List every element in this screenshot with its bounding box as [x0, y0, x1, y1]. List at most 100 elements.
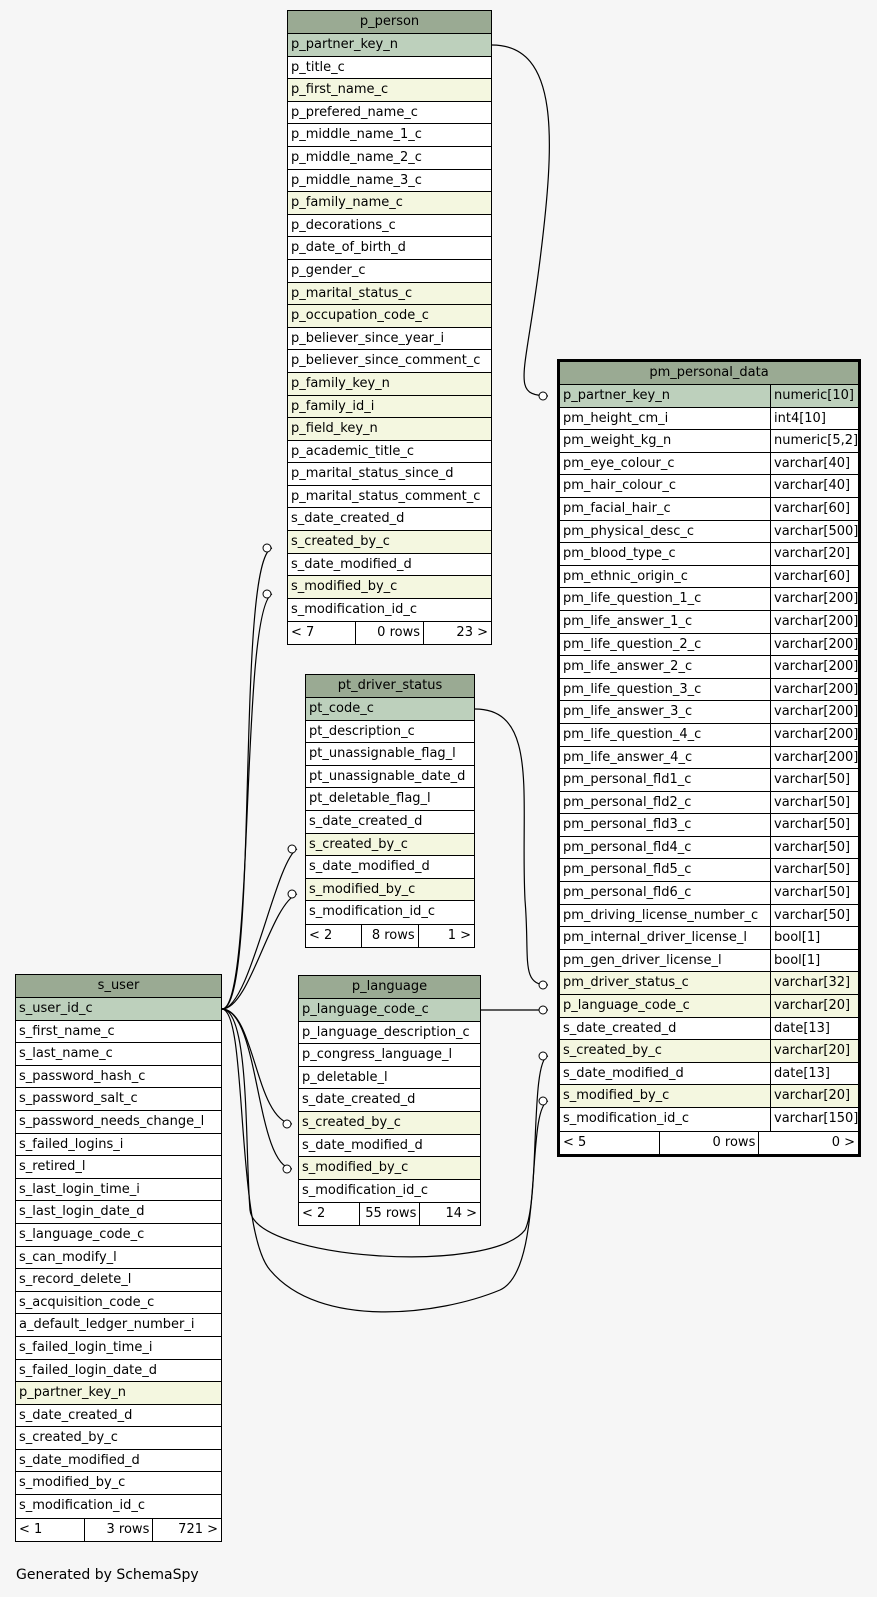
table-title[interactable]: pm_personal_data: [560, 362, 858, 385]
column-row[interactable]: s_last_login_date_d: [16, 1201, 221, 1224]
column-row[interactable]: p_date_of_birth_d: [288, 237, 491, 260]
column-row[interactable]: s_password_hash_c: [16, 1066, 221, 1089]
column-row[interactable]: a_default_ledger_number_i: [16, 1314, 221, 1337]
column-row[interactable]: pt_description_c: [306, 721, 474, 744]
column-row[interactable]: p_first_name_c: [288, 79, 491, 102]
column-row[interactable]: s_date_created_d: [306, 811, 474, 834]
column-row[interactable]: p_partner_key_n: [288, 34, 491, 57]
column-row[interactable]: s_created_by_c: [16, 1427, 221, 1450]
column-row[interactable]: p_middle_name_3_c: [288, 170, 491, 193]
column-row[interactable]: s_password_salt_c: [16, 1088, 221, 1111]
column-row[interactable]: p_middle_name_1_c: [288, 124, 491, 147]
column-row[interactable]: p_family_id_i: [288, 395, 491, 419]
column-row[interactable]: s_failed_login_time_i: [16, 1337, 221, 1360]
column-row[interactable]: s_date_modified_d: [306, 856, 474, 879]
column-row[interactable]: s_failed_login_date_d: [16, 1360, 221, 1383]
column-row[interactable]: s_created_by_c: [299, 1111, 480, 1135]
column-row[interactable]: p_marital_status_comment_c: [288, 486, 491, 509]
column-row[interactable]: s_date_created_d: [299, 1089, 480, 1112]
column-row[interactable]: s_last_name_c: [16, 1043, 221, 1066]
column-row[interactable]: s_can_modify_l: [16, 1247, 221, 1270]
column-row[interactable]: s_created_by_c: [306, 833, 474, 857]
column-row[interactable]: p_middle_name_2_c: [288, 147, 491, 170]
column-row[interactable]: s_language_code_c: [16, 1224, 221, 1247]
column-row[interactable]: p_title_c: [288, 57, 491, 80]
column-row[interactable]: s_modified_by_c: [306, 878, 474, 902]
column-row[interactable]: p_partner_key_n: [16, 1382, 221, 1405]
column-row[interactable]: s_date_modified_d: [288, 554, 491, 577]
column-row[interactable]: p_family_name_c: [288, 192, 491, 215]
column-row[interactable]: s_modified_by_c: [16, 1472, 221, 1496]
column-row[interactable]: s_date_created_d: [288, 508, 491, 532]
column-row[interactable]: p_gender_c: [288, 260, 491, 283]
column-row[interactable]: s_modification_id_c: [288, 599, 491, 622]
column-row[interactable]: s_modified_by_c: [288, 576, 491, 599]
column-row[interactable]: pt_deletable_flag_l: [306, 788, 474, 811]
column-row[interactable]: p_decorations_c: [288, 215, 491, 238]
column-row[interactable]: p_language_code_c: [299, 999, 480, 1022]
column-row[interactable]: p_field_key_n: [288, 418, 491, 441]
column-row[interactable]: s_date_modified_d: [299, 1135, 480, 1158]
column-row[interactable]: p_family_key_n: [288, 372, 491, 396]
column-row[interactable]: p_deletable_l: [299, 1067, 480, 1090]
column-row[interactable]: s_acquisition_code_c: [16, 1292, 221, 1315]
column-row[interactable]: p_occupation_code_c: [288, 305, 491, 328]
column-row[interactable]: s_user_id_c: [16, 998, 221, 1021]
column-row[interactable]: pt_unassignable_date_d: [306, 766, 474, 789]
column-row[interactable]: s_modification_id_c: [16, 1495, 221, 1518]
column-row[interactable]: p_prefered_name_c: [288, 102, 491, 125]
column-row[interactable]: p_language_description_c: [299, 1022, 480, 1045]
column-row[interactable]: p_marital_status_since_d: [288, 463, 491, 486]
table-title[interactable]: s_user: [16, 975, 221, 998]
column-row[interactable]: s_date_created_d: [16, 1405, 221, 1428]
column-row[interactable]: s_password_needs_change_l: [16, 1111, 221, 1134]
table-title[interactable]: pt_driver_status: [306, 675, 474, 698]
column-row[interactable]: s_modification_id_c: [299, 1180, 480, 1203]
column-row[interactable]: pt_unassignable_flag_l: [306, 743, 474, 766]
column-row[interactable]: p_believer_since_year_i: [288, 328, 491, 351]
table-title[interactable]: p_language: [299, 976, 480, 999]
column-row[interactable]: s_retired_l: [16, 1156, 221, 1179]
table-title[interactable]: p_person: [288, 11, 491, 34]
column-row[interactable]: s_record_delete_l: [16, 1269, 221, 1292]
column-row[interactable]: s_failed_logins_i: [16, 1134, 221, 1157]
column-row[interactable]: s_created_by_c: [288, 531, 491, 554]
column-row[interactable]: pt_code_c: [306, 698, 474, 721]
column-row[interactable]: s_modified_by_c: [299, 1157, 480, 1180]
column-row[interactable]: p_congress_language_l: [299, 1044, 480, 1067]
